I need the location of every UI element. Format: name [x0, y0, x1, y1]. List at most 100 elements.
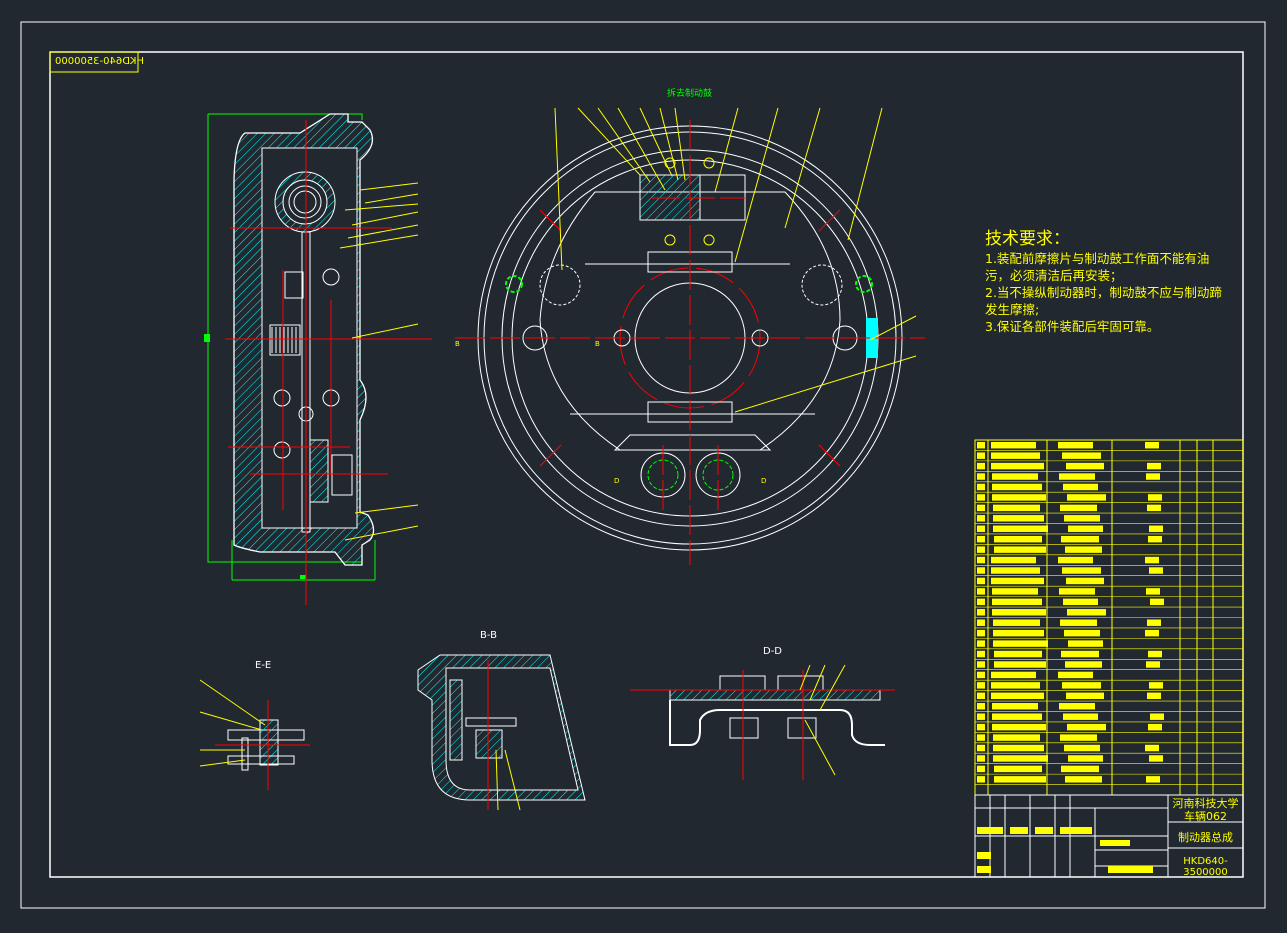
parts-table-cell — [1146, 588, 1160, 595]
parts-table-cell — [1147, 462, 1161, 470]
parts-table-cell — [993, 744, 1044, 752]
title-school: 河南科技大学 — [1172, 797, 1239, 810]
parts-table-cell — [994, 535, 1042, 543]
parts-table-cell — [977, 515, 985, 522]
parts-table-cell — [977, 473, 985, 480]
parts-table-cell — [1145, 744, 1159, 752]
tech-req-line: 2.当不操纵制动器时，制动鼓不应与制动蹄 — [985, 285, 1222, 300]
parts-table-cell — [1064, 629, 1100, 637]
parts-table-cell — [977, 577, 985, 585]
parts-table-cell — [991, 442, 1036, 449]
parts-table-cell — [992, 703, 1038, 710]
parts-table-cell — [1063, 598, 1098, 606]
tech-req-line: 3.保证各部件装配后牢固可靠。 — [985, 319, 1160, 334]
title-drawing-number: HKD640-3500000 — [1183, 856, 1228, 878]
title-drawing-name: 制动器总成 — [1178, 831, 1233, 844]
parts-table-cell — [1059, 588, 1095, 595]
parts-table-cell — [1068, 755, 1103, 762]
tech-req-line: 污，必须清洁后再安装； — [985, 268, 1123, 283]
parts-table-cell — [992, 609, 1046, 616]
parts-table-cell — [992, 588, 1038, 595]
parts-table-cell — [977, 462, 985, 470]
title-class: 车辆062 — [1184, 810, 1227, 823]
parts-table-cell — [1061, 650, 1099, 658]
parts-table-cell — [1059, 473, 1095, 480]
parts-table-cell — [993, 640, 1048, 647]
parts-table-cell — [977, 452, 985, 459]
section-mark-d-left: D — [614, 477, 620, 485]
parts-table-cell — [1146, 661, 1160, 668]
parts-table-cell — [991, 556, 1036, 564]
parts-table-cell — [1150, 598, 1164, 606]
parts-table-cell — [977, 483, 985, 491]
parts-table-cell — [993, 525, 1048, 532]
parts-table-cell — [977, 504, 985, 512]
parts-table-cell — [977, 619, 985, 626]
parts-table-cell — [1149, 755, 1163, 762]
parts-table-cell — [1058, 442, 1093, 449]
parts-table-cell — [977, 640, 985, 647]
parts-table-cell — [1148, 723, 1162, 731]
parts-table-cell — [977, 567, 985, 574]
drum-removed-note: 拆去制动鼓 — [667, 89, 713, 99]
parts-table-cell — [977, 650, 985, 658]
parts-table-cell — [977, 442, 985, 449]
parts-table-cell — [977, 671, 985, 679]
title-block — [974, 794, 1244, 878]
parts-table-cell — [1148, 535, 1162, 543]
parts-table-cell — [1068, 640, 1103, 647]
tech-req-line: 1.装配前摩擦片与制动鼓工作面不能有油 — [985, 251, 1210, 266]
mirrored-drawing-number: HKD640-3500000 — [55, 56, 145, 67]
parts-table-cell — [991, 577, 1044, 585]
parts-table-cell — [1065, 661, 1102, 668]
parts-table-cell — [992, 473, 1038, 480]
parts-table-cell — [1060, 504, 1097, 512]
parts-table-cell — [992, 494, 1046, 501]
parts-table-cell — [977, 494, 985, 501]
parts-table-cell — [1067, 609, 1106, 616]
parts-table-cell — [1060, 734, 1097, 741]
mirrored-number-box — [49, 51, 139, 73]
parts-table-cell — [991, 462, 1044, 470]
parts-table-cell — [993, 734, 1040, 741]
parts-table-cell — [992, 713, 1042, 720]
parts-table-cell — [1068, 525, 1103, 532]
parts-table-cell — [1062, 567, 1101, 574]
parts-table-cell — [992, 483, 1042, 491]
parts-table-cell — [977, 744, 985, 752]
parts-table-cell — [1063, 483, 1098, 491]
parts-table-cell — [992, 598, 1042, 606]
parts-table-cell — [1148, 494, 1162, 501]
parts-table-cell — [994, 765, 1042, 773]
parts-table-cell — [991, 452, 1040, 459]
section-mark-b-right: B — [595, 340, 600, 348]
parts-table-cell — [993, 515, 1044, 522]
parts-table-cell — [994, 661, 1046, 668]
outer-border — [20, 21, 1266, 909]
parts-table-cell — [977, 713, 985, 720]
parts-table-cell — [991, 692, 1044, 700]
parts-table-cell — [991, 567, 1040, 574]
parts-table-cell — [994, 776, 1046, 783]
section-d-d-view — [630, 664, 895, 780]
parts-table-cell — [977, 734, 985, 741]
section-label-d-d: D-D — [763, 646, 783, 657]
parts-table-cell — [993, 755, 1048, 762]
parts-table-cell — [1060, 619, 1097, 626]
section-e-e-view — [199, 679, 310, 790]
parts-table-cell — [1064, 515, 1100, 522]
parts-table-cell — [1147, 692, 1161, 700]
parts-table-cell — [1061, 765, 1099, 773]
parts-table-cell — [1061, 535, 1099, 543]
parts-table-cell — [977, 588, 985, 595]
section-label-b-b: B-B — [480, 630, 497, 641]
parts-table-cell — [1147, 504, 1161, 512]
parts-table-cell — [1146, 776, 1160, 783]
parts-table-cell — [977, 723, 985, 731]
parts-table-cell — [1066, 692, 1104, 700]
parts-table-cell — [991, 671, 1036, 679]
parts-table-cell — [977, 598, 985, 606]
parts-table-cell — [1064, 744, 1100, 752]
front-view — [455, 107, 925, 565]
